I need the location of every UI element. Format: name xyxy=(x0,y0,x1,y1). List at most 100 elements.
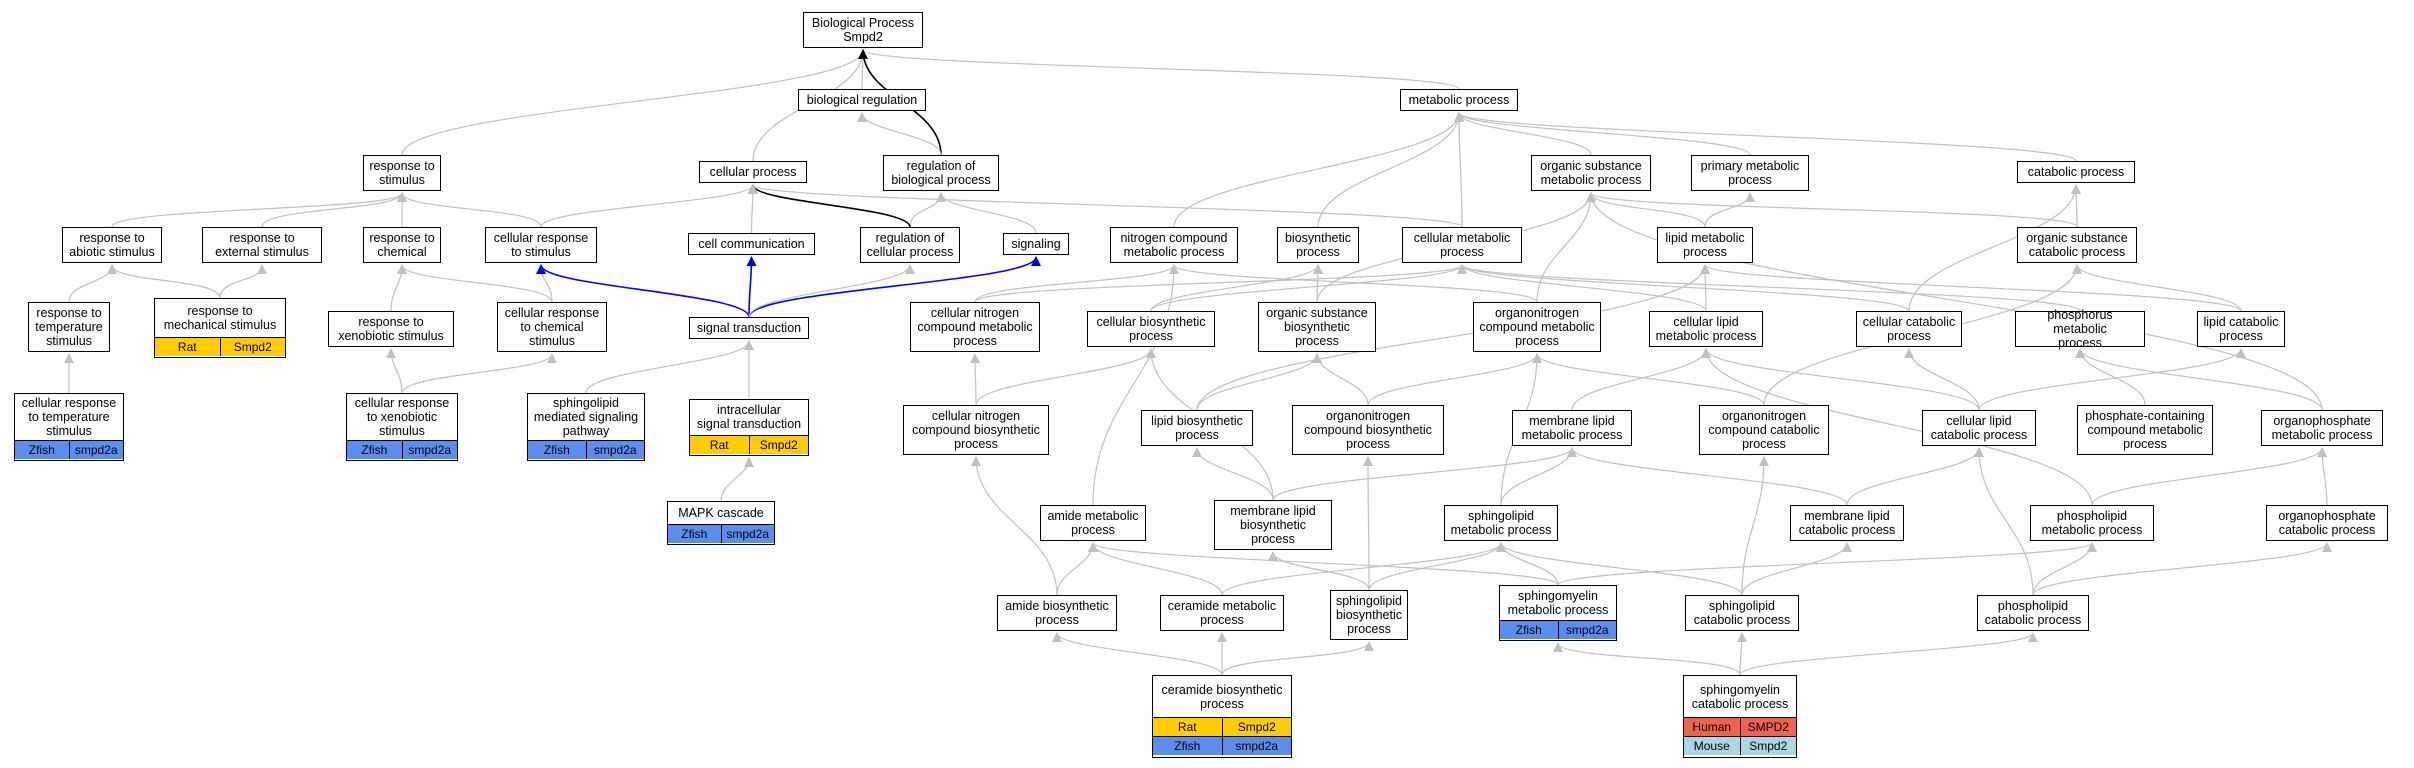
edge-organophos_met-to-org_sub_met xyxy=(1586,192,2323,411)
edge-lipid_cat-to-lipid_met xyxy=(1700,264,2242,312)
go-term-organonitro-biosyn[interactable]: organonitrogen compound biosynthetic pro… xyxy=(1292,405,1444,455)
go-term-resp-stim[interactable]: response to stimulus xyxy=(363,155,441,191)
go-term-sphingolipid-biosyn[interactable]: sphingolipid biosynthetic process xyxy=(1330,590,1408,640)
go-term-label: response to mechanical stimulus xyxy=(163,303,277,332)
edge-resp_mech-to-resp_ext xyxy=(219,264,267,299)
go-term-sig-trans[interactable]: signal transduction xyxy=(689,317,809,339)
go-term-cell-proc[interactable]: cellular process xyxy=(699,161,807,183)
go-term-catab[interactable]: catabolic process xyxy=(2017,161,2135,183)
go-term-resp-abiotic[interactable]: response to abiotic stimulus xyxy=(62,227,162,263)
go-term-cell-nitro-biosyn[interactable]: cellular nitrogen compound biosynthetic … xyxy=(903,405,1049,455)
go-term-resp-temp[interactable]: response to temperature stimulus xyxy=(28,302,110,352)
go-term-cell-resp-chem[interactable]: cellular response to chemical stimulus xyxy=(497,302,607,352)
go-term-metab[interactable]: metabolic process xyxy=(1400,89,1518,111)
go-term-cell-comm[interactable]: cell communication xyxy=(688,233,815,255)
go-term-label: organonitrogen compound biosynthetic pro… xyxy=(1304,408,1432,451)
go-term-label: cellular response to stimulus xyxy=(493,230,589,259)
edge-biosyn-to-metab xyxy=(1317,112,1464,228)
edge-sphingolipid_cat-to-sphingolipid_met xyxy=(1496,542,1743,596)
go-term-amide-biosyn[interactable]: amide biosynthetic process xyxy=(997,595,1117,631)
gene-symbol: smpd2a xyxy=(720,524,775,543)
go-term-cell-resp-stim[interactable]: cellular response to stimulus xyxy=(485,227,597,263)
edge-cell_biosyn-to-cell_met xyxy=(1150,264,1467,312)
go-term-organophos-cat[interactable]: organophosphate catabolic process xyxy=(2266,505,2388,541)
go-term-cell-resp-xeno[interactable]: cellular response to xenobiotic stimulus… xyxy=(346,393,458,461)
go-term-cell-met[interactable]: cellular metabolic process xyxy=(1402,227,1522,263)
edge-sig_trans-to-signaling xyxy=(748,256,1041,318)
go-term-sphingolipid-cat[interactable]: sphingolipid catabolic process xyxy=(1685,595,1799,631)
species-name: Zfish xyxy=(543,442,570,457)
go-term-org-sub-biosyn[interactable]: organic substance biosynthetic process xyxy=(1258,302,1376,352)
gene-symbol: smpd2a xyxy=(1557,620,1617,639)
go-term-cell-lipid-cat[interactable]: cellular lipid catabolic process xyxy=(1922,410,2036,446)
go-term-prim-met[interactable]: primary metabolic process xyxy=(1691,155,1809,191)
go-term-cell-biosyn[interactable]: cellular biosynthetic process xyxy=(1087,311,1215,347)
go-term-sphingolipid-met[interactable]: sphingolipid metabolic process xyxy=(1444,505,1558,541)
go-term-organonitro-cat[interactable]: organonitrogen compound catabolic proces… xyxy=(1699,405,1829,455)
edge-org_sub_cat-to-org_sub_met xyxy=(1586,192,2078,228)
go-term-signaling[interactable]: signaling xyxy=(1003,233,1069,255)
go-term-label: nitrogen compound metabolic process xyxy=(1120,230,1228,259)
species-name: Zfish xyxy=(681,526,708,541)
edge-phospholipid_cat-to-phospholipid_met xyxy=(2032,542,2097,596)
go-term-cell-catab[interactable]: cellular catabolic process xyxy=(1856,311,1962,347)
go-term-mem-lipid-cat[interactable]: membrane lipid catabolic process xyxy=(1790,505,1904,541)
gene-symbol: smpd2a xyxy=(68,440,124,459)
edge-organonitro_biosyn-to-org_sub_biosyn xyxy=(1312,353,1369,406)
go-term-organophos-met[interactable]: organophosphate metabolic process xyxy=(2261,410,2383,446)
go-term-resp-chem[interactable]: response to chemical xyxy=(363,227,441,263)
go-term-reg-bio[interactable]: regulation of biological process xyxy=(883,155,999,191)
go-term-label: sphingolipid biosynthetic process xyxy=(1335,593,1403,636)
go-term-label: biological regulation xyxy=(806,92,918,107)
go-term-org-sub-cat[interactable]: organic substance catabolic process xyxy=(2017,227,2137,263)
go-term-lipid-met[interactable]: lipid metabolic process xyxy=(1657,227,1753,263)
edge-cell_nitro_biosyn-to-cell_nitro_met xyxy=(970,353,981,406)
go-term-label: intracellular signal transduction xyxy=(696,403,802,432)
go-term-amide-met[interactable]: amide metabolic process xyxy=(1040,505,1146,541)
go-term-resp-ext[interactable]: response to external stimulus xyxy=(202,227,322,263)
go-term-lipid-cat[interactable]: lipid catabolic process xyxy=(2197,311,2285,347)
go-term-biosyn[interactable]: biosynthetic process xyxy=(1277,227,1359,263)
go-term-phospholipid-met[interactable]: phospholipid metabolic process xyxy=(2030,505,2154,541)
go-term-resp-xeno[interactable]: response to xenobiotic stimulus xyxy=(328,311,454,347)
go-term-cell-lipid-met[interactable]: cellular lipid metabolic process xyxy=(1649,311,1763,347)
go-term-phos-met[interactable]: phosphorus metabolic process xyxy=(2015,308,2145,350)
go-term-cell-resp-temp[interactable]: cellular response to temperature stimulu… xyxy=(14,393,124,461)
go-term-organonitro-met[interactable]: organonitrogen compound metabolic proces… xyxy=(1473,302,1601,352)
go-term-label: regulation of biological process xyxy=(891,158,991,187)
go-term-mem-lipid-met[interactable]: membrane lipid metabolic process xyxy=(1512,410,1632,446)
edge-cell_comm-to-cell_proc xyxy=(747,184,758,234)
edge-organonitro_cat-to-organonitro_met xyxy=(1532,353,1765,406)
edge-organophos_met-to-phos_met xyxy=(2075,348,2323,411)
edge-mem_lipid_cat-to-mem_lipid_met xyxy=(1567,447,1848,506)
go-term-nitro-met[interactable]: nitrogen compound metabolic process xyxy=(1110,227,1238,263)
gene-symbol: smpd2a xyxy=(585,440,645,459)
go-term-mem-lipid-biosyn[interactable]: membrane lipid biosynthetic process xyxy=(1214,500,1332,550)
go-term-bioreg[interactable]: biological regulation xyxy=(798,89,926,111)
go-term-lipid-biosyn[interactable]: lipid biosynthetic process xyxy=(1141,410,1253,446)
go-term-bp[interactable]: Biological Process Smpd2 xyxy=(803,12,923,48)
go-term-phospholipid-cat[interactable]: phospholipid catabolic process xyxy=(1977,595,2089,631)
edge-sphingomyelin_met-to-amide_met xyxy=(1088,542,1559,586)
go-term-org-sub-met[interactable]: organic substance metabolic process xyxy=(1531,155,1651,191)
go-term-label: signaling xyxy=(1011,236,1061,251)
go-term-ceramide-met[interactable]: ceramide metabolic process xyxy=(1160,595,1284,631)
edge-cell_nitro_met-to-cell_met xyxy=(974,264,1467,303)
edge-cell_nitro_met-to-nitro_met xyxy=(974,264,1179,303)
go-term-phos-cont-met[interactable]: phosphate-containing compound metabolic … xyxy=(2077,405,2213,455)
go-term-cell-nitro-met[interactable]: cellular nitrogen compound metabolic pro… xyxy=(910,302,1040,352)
go-term-reg-cell[interactable]: regulation of cellular process xyxy=(860,227,960,263)
gene-symbol: Smpd2 xyxy=(1221,718,1292,736)
edge-resp_abiotic-to-resp_stim xyxy=(111,192,407,228)
